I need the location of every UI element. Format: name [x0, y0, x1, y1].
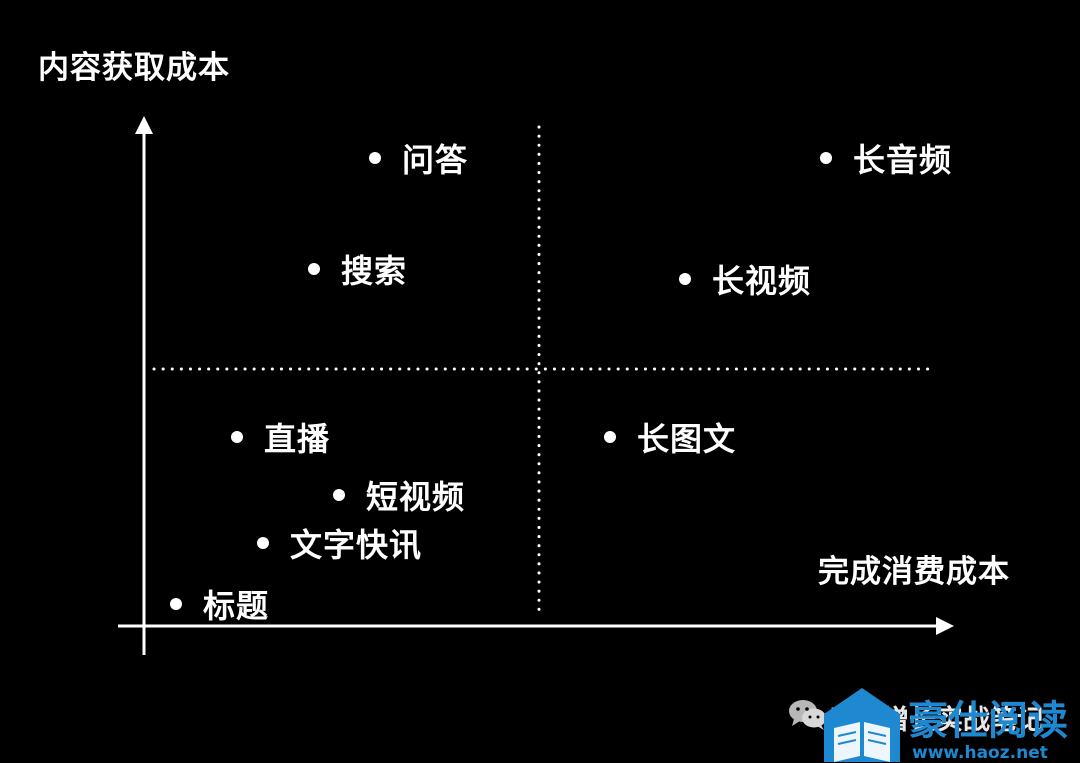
item-dot — [679, 273, 691, 285]
item-label: 长图文 — [637, 420, 737, 458]
item-short-video: 短视频 — [333, 475, 466, 516]
x-axis-arrow — [936, 617, 954, 635]
item-label: 标题 — [203, 587, 270, 625]
item-live-stream: 直播 — [231, 417, 331, 458]
item-label: 搜索 — [341, 252, 408, 290]
item-dot — [170, 598, 182, 610]
item-dot — [257, 537, 269, 549]
item-headline: 标题 — [170, 584, 270, 625]
item-dot — [820, 152, 832, 164]
wechat-icon — [789, 700, 826, 730]
item-dot — [231, 431, 243, 443]
item-dot — [604, 431, 616, 443]
item-label: 文字快讯 — [290, 526, 423, 564]
x-axis-title: 完成消费成本 — [818, 554, 1010, 590]
item-long-video: 长视频 — [679, 259, 812, 300]
logo-text: 豪仕阅读 — [908, 698, 1068, 744]
item-qa: 问答 — [369, 138, 469, 179]
watermark: 用户增长实战笔记 豪仕阅读 www.haoz.net — [780, 682, 1080, 763]
site-logo: 豪仕阅读 www.haoz.net — [824, 688, 1068, 763]
item-text-news: 文字快讯 — [257, 523, 423, 564]
y-axis-title: 内容获取成本 — [38, 50, 230, 86]
item-long-article: 长图文 — [604, 417, 737, 458]
item-dot — [369, 152, 381, 164]
item-label: 长视频 — [712, 262, 812, 300]
item-label: 直播 — [264, 420, 331, 458]
item-dot — [308, 263, 320, 275]
item-dot — [333, 489, 345, 501]
item-long-audio: 长音频 — [820, 138, 953, 179]
item-label: 短视频 — [366, 478, 466, 516]
open-book-icon — [824, 688, 900, 762]
logo-url: www.haoz.net — [912, 743, 1048, 763]
item-label: 长音频 — [853, 141, 953, 179]
item-label: 问答 — [402, 141, 469, 179]
y-axis-arrow — [135, 116, 153, 134]
item-search: 搜索 — [308, 249, 408, 290]
